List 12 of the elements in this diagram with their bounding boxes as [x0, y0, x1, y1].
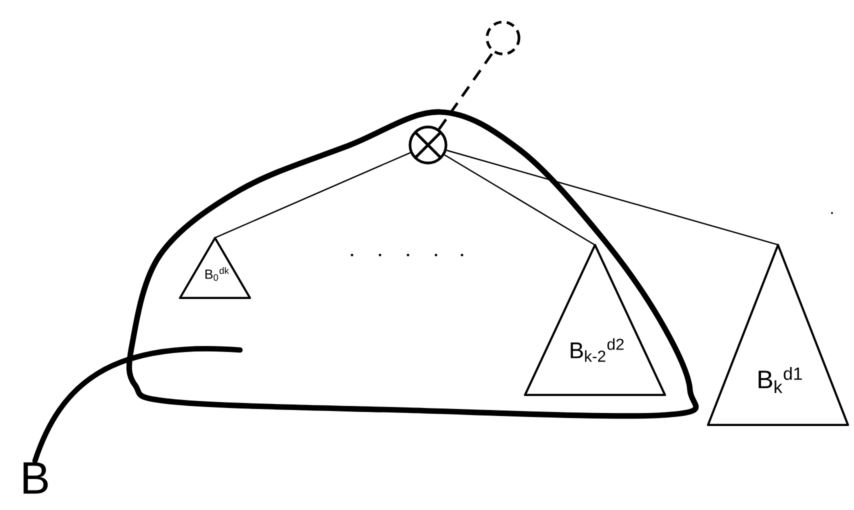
line	[444, 154, 596, 246]
triangle: B$_{k-2}$d2	[524, 244, 666, 396]
circled-cross	[408, 126, 448, 164]
dashed-circle	[486, 20, 520, 56]
line	[446, 150, 778, 246]
dashed-line	[438, 51, 494, 130]
region-outline	[126, 109, 699, 419]
line	[214, 152, 411, 238]
triangle: B$_{0}$dk	[178, 236, 252, 300]
region-label: B	[24, 462, 48, 494]
triangle: B$_{k}$d1	[706, 244, 850, 426]
leader-line	[32, 346, 243, 464]
